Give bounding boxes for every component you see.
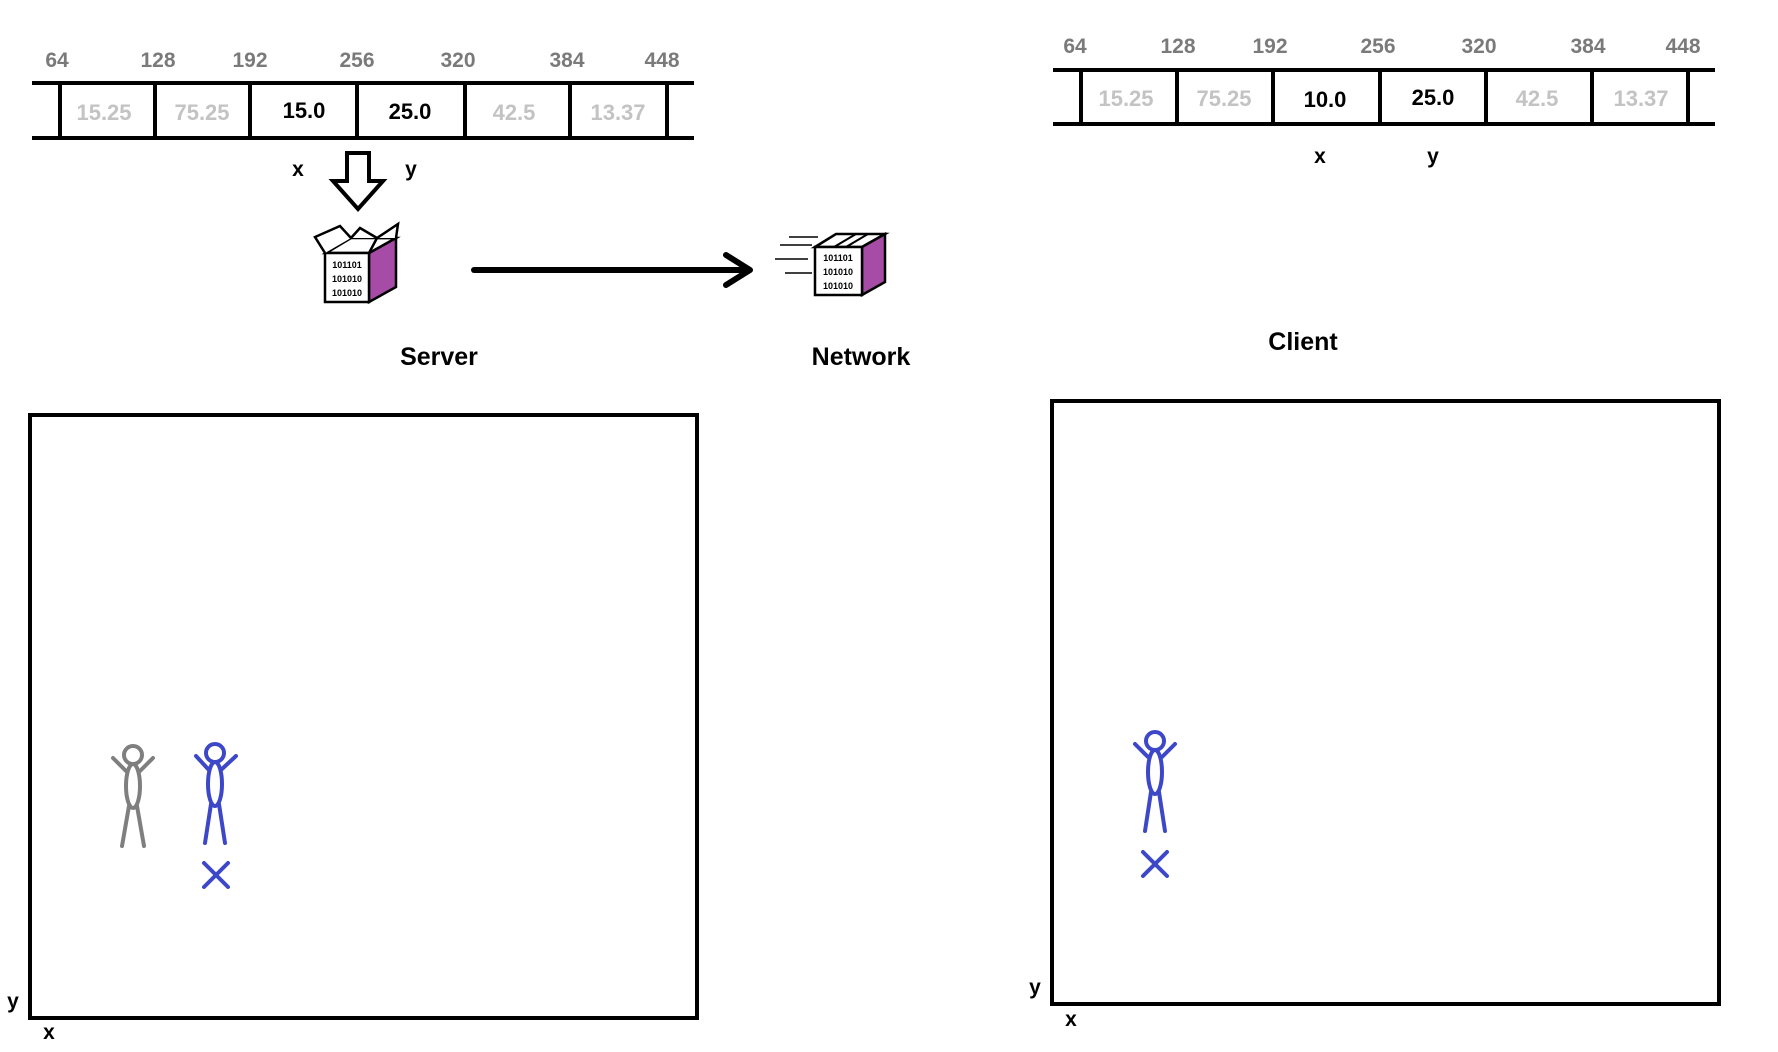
server-memory-strip: 64 128 192 256 320 384 448 15.25 75.25 1…: [32, 49, 694, 181]
client-offset-label: 384: [1570, 35, 1605, 58]
client-offset-label: 128: [1160, 35, 1195, 58]
packet-bits-line: 101010: [332, 274, 362, 284]
client-memory-cell-value: 75.25: [1196, 86, 1251, 111]
client-axis-x-label: x: [1065, 1008, 1077, 1031]
packet-bits-line: 101010: [332, 288, 362, 298]
server-player-figure: [194, 742, 238, 845]
client-y-field-label: y: [1427, 145, 1439, 168]
client-player-figure: [1133, 730, 1177, 833]
server-offset-label: 192: [232, 49, 267, 72]
client-offset-label: 448: [1665, 35, 1700, 58]
server-memory-cell-value: 75.25: [174, 100, 229, 125]
server-y-field-label: y: [405, 158, 417, 181]
client-memory-cell-value: 42.5: [1516, 86, 1559, 111]
server-offset-label: 320: [440, 49, 475, 72]
open-packet-box-icon: 101101 101010 101010: [313, 221, 401, 305]
server-axis-x-label: x: [43, 1021, 55, 1044]
server-memory-cell-value: 15.25: [76, 100, 131, 125]
packet-bits-line: 101101: [823, 253, 853, 263]
server-memory-cell-value: 13.37: [590, 100, 645, 125]
client-world-viewport: y x: [1029, 399, 1721, 1031]
client-offset-label: 192: [1252, 35, 1287, 58]
server-offset-label: 384: [549, 49, 584, 72]
server-memory-cell-value: 42.5: [493, 100, 536, 125]
ghost-player-figure: [111, 744, 155, 848]
client-memory-cell-value: 13.37: [1613, 86, 1668, 111]
packet-bits-line: 101010: [823, 267, 853, 277]
client-title: Client: [1268, 328, 1338, 356]
server-offset-label: 128: [140, 49, 175, 72]
server-axis-y-label: y: [7, 990, 19, 1013]
client-memory-strip: 64 128 192 256 320 384 448 15.25 75.25 1…: [1053, 35, 1715, 168]
server-title: Server: [400, 343, 478, 371]
packet-bits-line: 101010: [823, 281, 853, 291]
client-memory-cell-y-value: 25.0: [1412, 85, 1455, 110]
server-offset-label: 448: [644, 49, 679, 72]
client-axis-y-label: y: [1029, 976, 1041, 999]
client-memory-cell-value: 15.25: [1098, 86, 1153, 111]
server-x-field-label: x: [292, 158, 304, 181]
client-memory-cell-x-value: 10.0: [1304, 87, 1347, 112]
server-offset-label: 64: [45, 49, 69, 72]
serialize-down-arrow-icon: [328, 151, 388, 213]
server-world-viewport: y x: [7, 413, 699, 1044]
send-arrow-icon: [471, 252, 753, 288]
x-marker-icon: [1141, 850, 1169, 878]
x-marker-icon: [202, 861, 230, 889]
client-offset-label: 256: [1360, 35, 1395, 58]
server-memory-cell-y-value: 25.0: [389, 99, 432, 124]
client-offset-label: 64: [1063, 35, 1087, 58]
packet-bits-line: 101101: [332, 260, 362, 270]
moving-packet-box-icon: 101101 101010 101010: [775, 231, 890, 298]
client-offset-label: 320: [1461, 35, 1496, 58]
network-title: Network: [812, 343, 911, 371]
server-offset-label: 256: [339, 49, 374, 72]
client-x-field-label: x: [1314, 145, 1326, 168]
server-memory-cell-x-value: 15.0: [283, 98, 326, 123]
